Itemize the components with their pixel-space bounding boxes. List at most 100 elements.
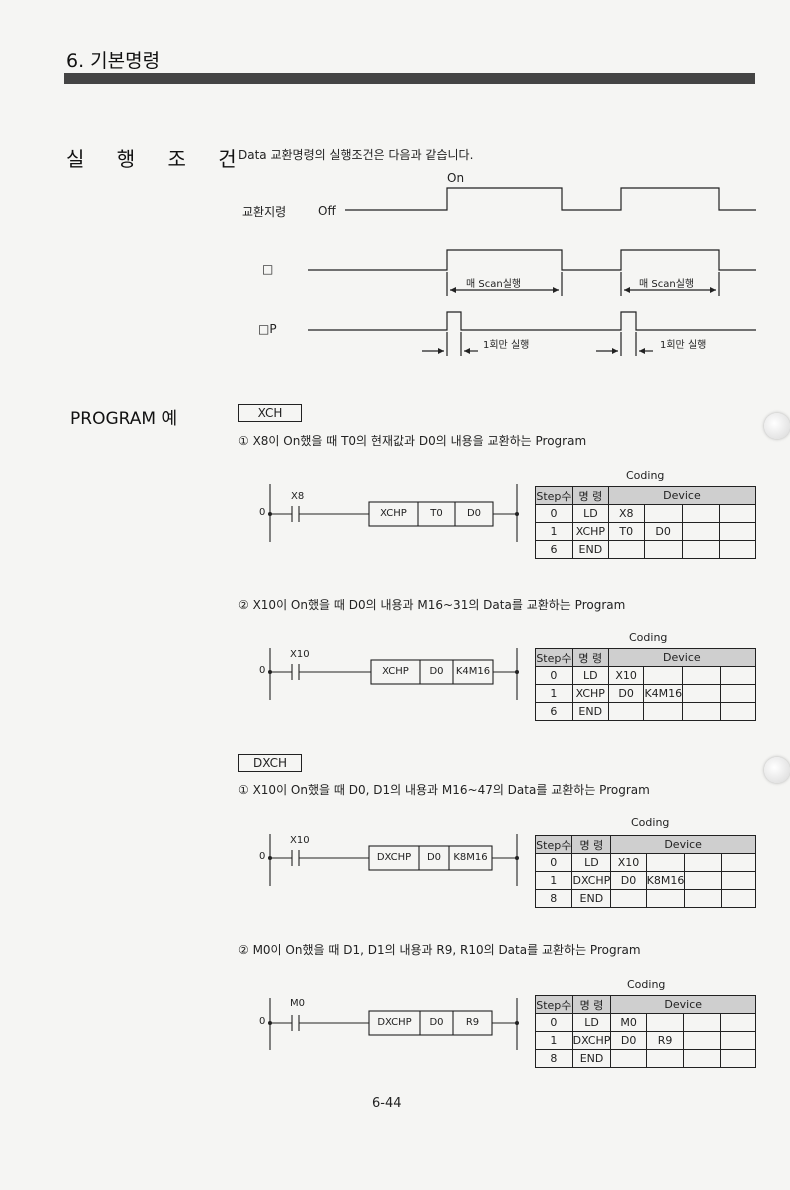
- table-cell: [610, 889, 647, 908]
- table-cell: [607, 540, 645, 559]
- table-cell: [643, 540, 683, 559]
- table-cell: 0: [535, 504, 573, 523]
- table-header: 명 령: [571, 648, 609, 667]
- operand-box: R9: [465, 1017, 480, 1028]
- binder-hole: [764, 757, 790, 783]
- table-cell: LD: [571, 1013, 612, 1032]
- rung-number: 0: [259, 851, 266, 862]
- table-cell: DXCHP: [571, 1031, 612, 1050]
- table-cell: [681, 522, 721, 541]
- table-cell: [643, 666, 684, 685]
- contact-label: M0: [290, 998, 305, 1009]
- instruction-box: XCHP: [382, 666, 409, 677]
- table-cell: DXCHP: [571, 871, 612, 890]
- coding-label: Coding: [629, 631, 668, 644]
- table-cell: XCHP: [571, 522, 609, 541]
- xch-tag: XCH: [238, 404, 302, 422]
- contact-label: X10: [290, 835, 310, 846]
- table-cell: [683, 1049, 722, 1068]
- instruction-box: DXCHP: [377, 1017, 412, 1028]
- operand-box: D0: [429, 1017, 444, 1028]
- table-cell: [720, 1013, 756, 1032]
- table-header: Device: [610, 835, 756, 854]
- table-cell: [681, 504, 721, 523]
- contact-label: X10: [290, 649, 310, 660]
- instruction-box: DXCHP: [376, 852, 412, 863]
- off-label: Off: [318, 204, 336, 218]
- row-label-normal: □: [262, 262, 274, 276]
- example-desc: ① X8이 On했을 때 T0의 현재값과 D0의 내용을 교환하는 Progr…: [238, 434, 587, 448]
- table-cell: XCHP: [571, 684, 609, 703]
- table-cell: D0: [610, 871, 647, 890]
- page-number: 6-44: [372, 1096, 402, 1111]
- table-header: Step수: [535, 995, 573, 1014]
- table-cell: [720, 871, 757, 890]
- table-cell: [720, 853, 757, 872]
- header-rule: [64, 73, 755, 84]
- table-cell: [610, 1049, 647, 1068]
- operand-box: T0: [430, 508, 443, 519]
- section-title-program: PROGRAM 예: [70, 409, 178, 429]
- table-cell: 1: [535, 1031, 573, 1050]
- table-cell: [720, 1031, 756, 1050]
- section-title-exec: 실 행 조 건: [66, 147, 250, 171]
- operand-box: D0: [466, 508, 482, 519]
- table-cell: [719, 522, 756, 541]
- table-cell: D0: [610, 1031, 647, 1050]
- rung-number: 0: [259, 507, 266, 518]
- instruction-box: XCHP: [380, 508, 407, 519]
- table-cell: [719, 540, 756, 559]
- table-cell: 6: [535, 540, 573, 559]
- example-desc: ② M0이 On했을 때 D1, D1의 내용과 R9, R10의 Data를 …: [238, 943, 641, 957]
- exec-intro: Data 교환명령의 실행조건은 다음과 같습니다.: [238, 148, 474, 162]
- table-cell: LD: [571, 853, 612, 872]
- table-cell: 1: [534, 871, 573, 890]
- operand-box: K8M16: [453, 852, 488, 863]
- table-cell: D0: [607, 684, 645, 703]
- operand-box: K4M16: [455, 666, 491, 677]
- table-cell: [684, 871, 722, 890]
- table-cell: 0: [534, 853, 573, 872]
- table-cell: 1: [535, 684, 573, 703]
- table-cell: R9: [645, 1031, 685, 1050]
- once-label: 1회만 실행: [660, 340, 707, 351]
- table-cell: D0: [643, 522, 683, 541]
- table-cell: 1: [535, 522, 573, 541]
- table-cell: [682, 666, 721, 685]
- scan-label: 매 Scan실행: [639, 279, 695, 290]
- signal-label: 교환지령: [242, 205, 287, 219]
- table-cell: 8: [535, 1049, 573, 1068]
- table-cell: LD: [571, 666, 609, 685]
- rung-number: 0: [259, 665, 266, 676]
- rung-number: 0: [259, 1016, 266, 1027]
- example-desc: ② X10이 On했을 때 D0의 내용과 M16~31의 Data를 교환하는…: [238, 598, 626, 612]
- table-header: 명 령: [571, 835, 612, 854]
- table-cell: END: [571, 1049, 612, 1068]
- chapter-title: 6. 기본명령: [66, 50, 161, 72]
- table-cell: [719, 684, 757, 703]
- table-cell: [645, 1013, 685, 1032]
- table-cell: [684, 853, 722, 872]
- dxch-tag: DXCH: [238, 754, 302, 772]
- table-cell: 0: [535, 666, 573, 685]
- table-cell: END: [571, 889, 612, 908]
- example-desc: ① X10이 On했을 때 D0, D1의 내용과 M16~47의 Data를 …: [238, 783, 650, 797]
- table-cell: [683, 1013, 722, 1032]
- table-cell: [682, 684, 721, 703]
- table-cell: M0: [610, 1013, 647, 1032]
- table-cell: [643, 504, 683, 523]
- table-cell: LD: [571, 504, 609, 523]
- table-header: Device: [607, 648, 757, 667]
